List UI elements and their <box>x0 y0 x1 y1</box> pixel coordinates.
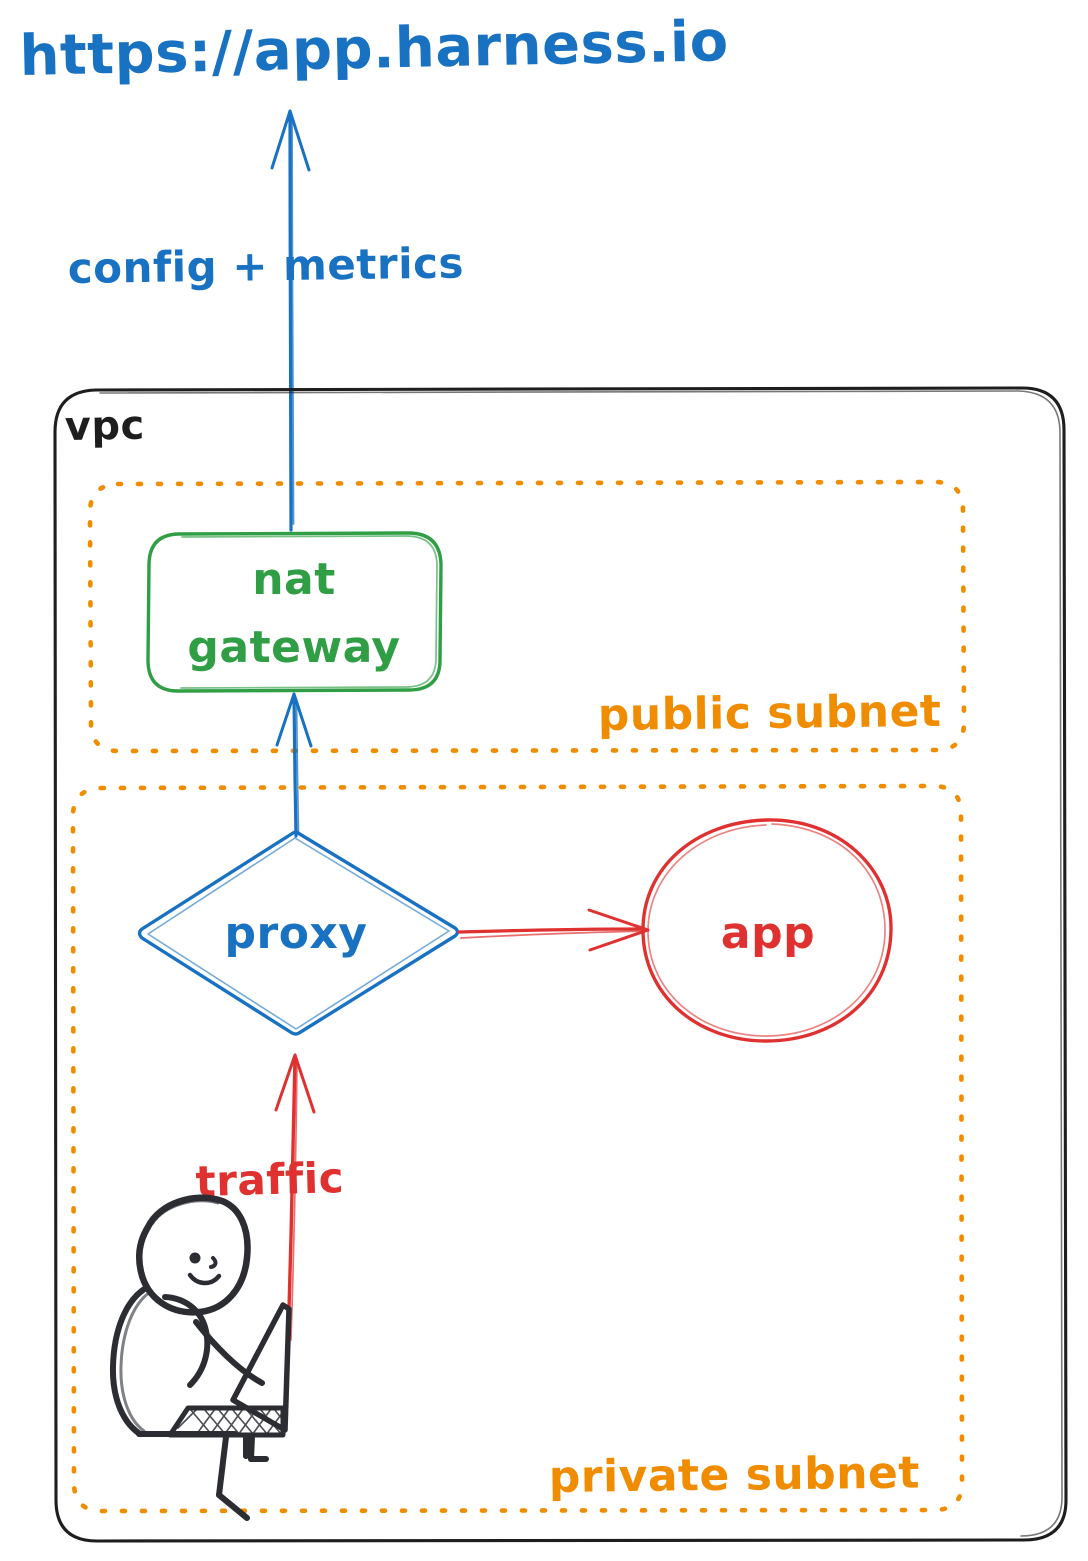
proxy-to-nat-arrow <box>275 692 313 838</box>
nat-gateway-label-line1: nat <box>252 554 336 605</box>
public-subnet-container <box>87 479 967 754</box>
proxy-node[interactable] <box>137 830 460 1036</box>
proxy-label: proxy <box>225 908 368 959</box>
private-subnet-label: private subnet <box>549 1447 921 1503</box>
config-metrics-arrow <box>270 109 311 532</box>
vpc-label: vpc <box>64 403 145 450</box>
title-text: https://app.harness.io <box>19 9 729 89</box>
app-label: app <box>721 908 815 959</box>
config-metrics-label: config + metrics <box>67 238 464 293</box>
vpc-container <box>53 386 1068 1543</box>
public-subnet-label: public subnet <box>598 686 942 741</box>
nat-gateway-label-line2: gateway <box>187 622 400 673</box>
private-subnet-container <box>70 783 965 1514</box>
app-node[interactable] <box>641 818 893 1043</box>
nat-gateway-node[interactable] <box>146 531 443 693</box>
proxy-to-app-arrow <box>457 908 650 952</box>
user-stick-figure-icon <box>109 1194 292 1521</box>
